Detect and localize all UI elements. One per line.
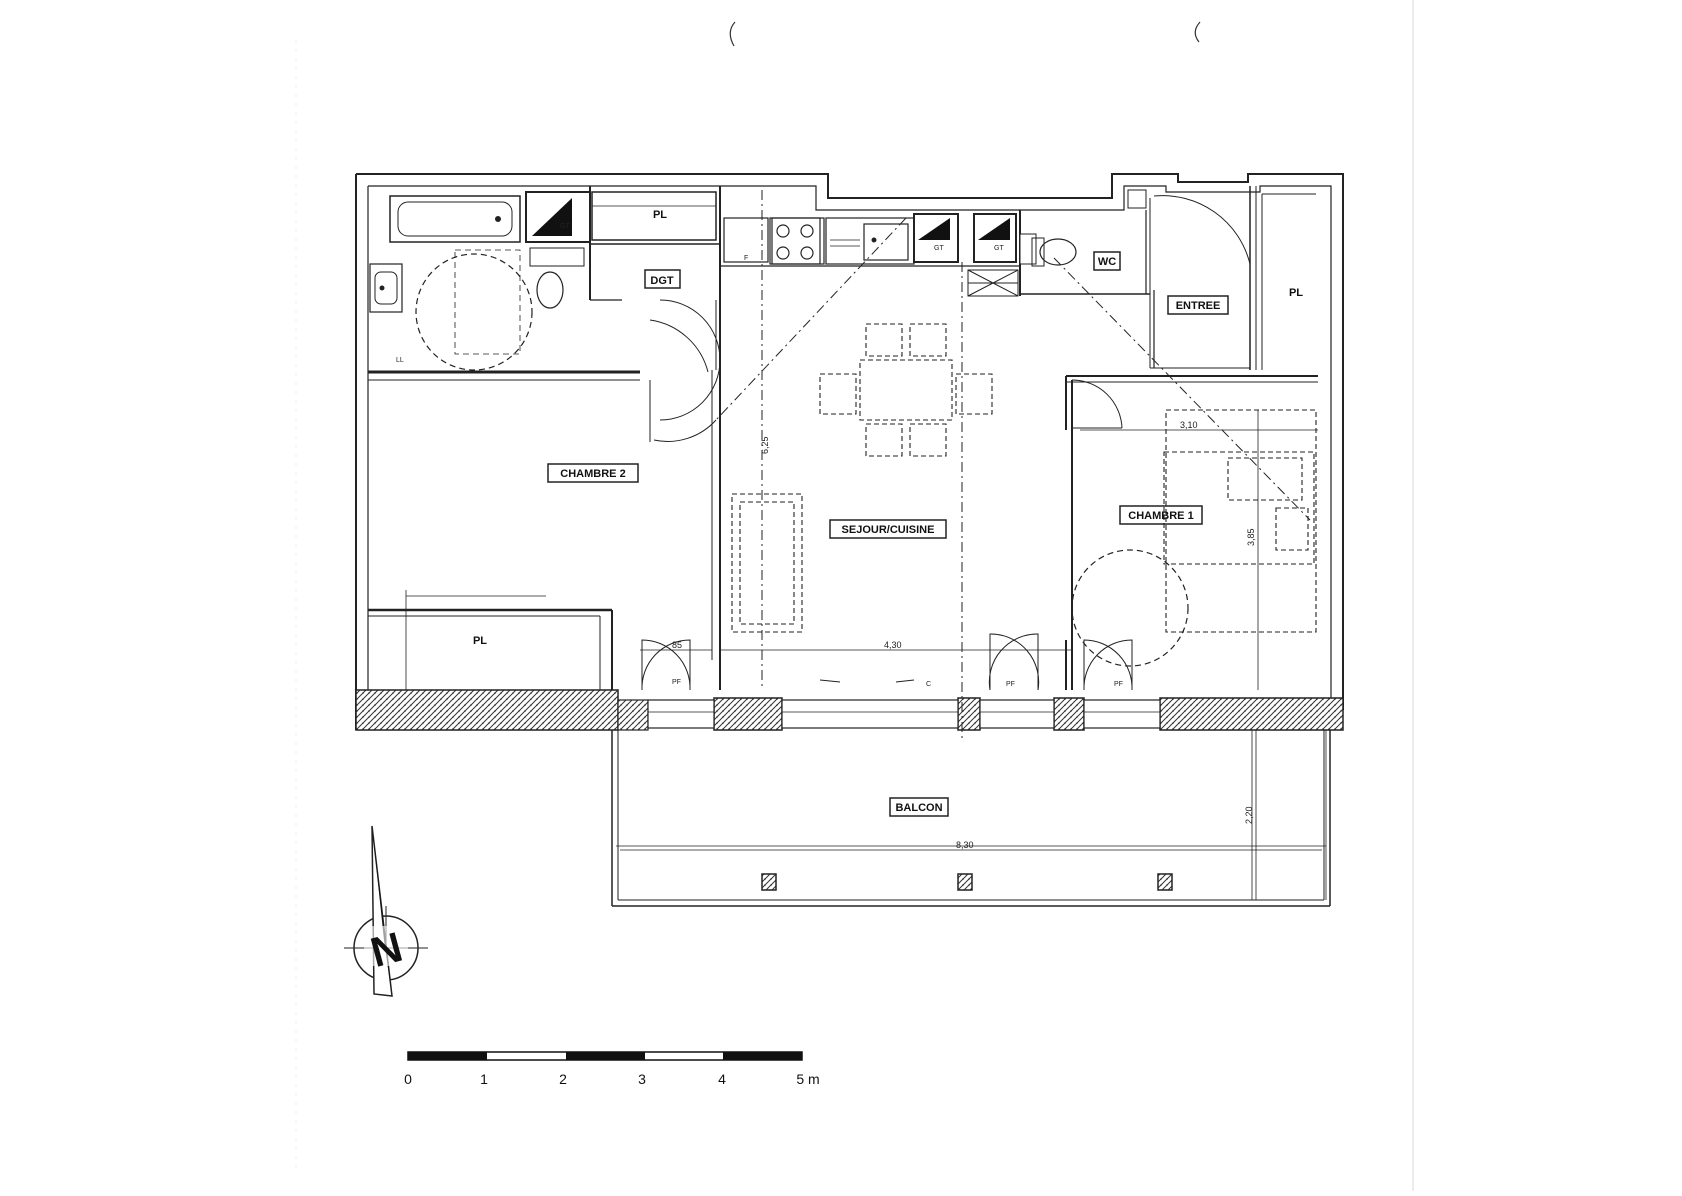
pf-right-label: PF xyxy=(1114,681,1123,688)
pl-bottom-dims xyxy=(405,590,546,690)
south-wall-hatched xyxy=(355,689,1344,731)
c-mark-label: C xyxy=(926,681,931,688)
dgt-label: DGT xyxy=(650,275,674,287)
balcon-label: BALCON xyxy=(895,802,942,814)
pf-left-label: PF xyxy=(672,679,681,686)
balcon-width-dim: 8,30 xyxy=(956,840,974,850)
sejour-label: SEJOUR/CUISINE xyxy=(842,524,935,536)
exterior-walls xyxy=(355,173,1344,730)
chambre-1-width-dim: 3,10 xyxy=(1180,420,1198,430)
pl-right-label: PL xyxy=(1289,287,1303,299)
slider-arrows xyxy=(819,679,915,683)
dimension-lines xyxy=(620,410,1322,900)
scale-label-0: 0 xyxy=(404,1071,412,1087)
gt-box-1: GT xyxy=(525,191,591,243)
compass: N xyxy=(344,825,428,997)
sejour-depth-dim: 6,25 xyxy=(760,436,770,454)
interior-walls xyxy=(368,186,1318,690)
chambre-1-turning-circle xyxy=(1071,549,1189,667)
cooktop xyxy=(769,217,821,265)
bath-turning-circle xyxy=(415,249,533,371)
gt-label-3: GT xyxy=(994,245,1004,252)
pf-mid-label: PF xyxy=(1006,681,1015,688)
scan-edges xyxy=(295,0,1414,1191)
scale-label-1: 1 xyxy=(480,1071,488,1087)
french-doors xyxy=(641,633,1133,691)
laundry-label: LL xyxy=(396,357,404,364)
sofa xyxy=(731,493,803,633)
pl-top-closet: PL xyxy=(591,191,717,241)
balcony xyxy=(611,730,1331,907)
fridge-label: F xyxy=(744,255,748,262)
chambre-1-room: CHAMBRE 1 xyxy=(1071,379,1203,525)
washbasin xyxy=(369,263,403,313)
gt-box-3: GT xyxy=(973,213,1017,263)
wc-label: WC xyxy=(1098,256,1116,268)
utility-box xyxy=(967,269,1019,297)
chambre-1-depth-dim: 3,85 xyxy=(1246,528,1256,546)
wc-room: WC xyxy=(1019,233,1121,271)
gt-label-2: GT xyxy=(934,245,944,252)
pl-top-label: PL xyxy=(653,209,667,221)
small-dim: 85 xyxy=(672,640,682,650)
gt-label-1: GT xyxy=(560,223,570,230)
bed xyxy=(1163,409,1317,633)
sejour-width-dim: 4,30 xyxy=(884,640,902,650)
entree-label: ENTREE xyxy=(1176,300,1221,312)
scale-bar: 0 1 2 3 4 5 m xyxy=(404,1051,820,1087)
sejour-room: SEJOUR/CUISINE xyxy=(829,519,947,539)
balcon-depth-dim: 2,20 xyxy=(1244,806,1254,824)
pl-bottom-label: PL xyxy=(473,635,487,647)
entree-room: ENTREE xyxy=(1127,189,1251,315)
scale-label-2: 2 xyxy=(559,1071,567,1087)
bath-toilet xyxy=(529,247,585,309)
bathtub xyxy=(389,195,521,243)
scale-label-3: 3 xyxy=(638,1071,646,1087)
kitchen-counter xyxy=(723,217,915,265)
balcon-label-box xyxy=(889,797,949,817)
dining-table xyxy=(819,323,993,457)
chambre-2-label: CHAMBRE 2 xyxy=(560,468,625,480)
scale-label-4: 4 xyxy=(718,1071,726,1087)
scale-label-5: 5 m xyxy=(796,1071,819,1087)
chambre-1-label: CHAMBRE 1 xyxy=(1128,510,1193,522)
dgt-room: DGT xyxy=(644,269,721,421)
balcony-posts xyxy=(761,873,1173,891)
chambre-2-room: CHAMBRE 2 xyxy=(547,380,717,483)
gt-box-2: GT xyxy=(913,213,959,263)
sejour-diagonals xyxy=(715,190,1311,740)
